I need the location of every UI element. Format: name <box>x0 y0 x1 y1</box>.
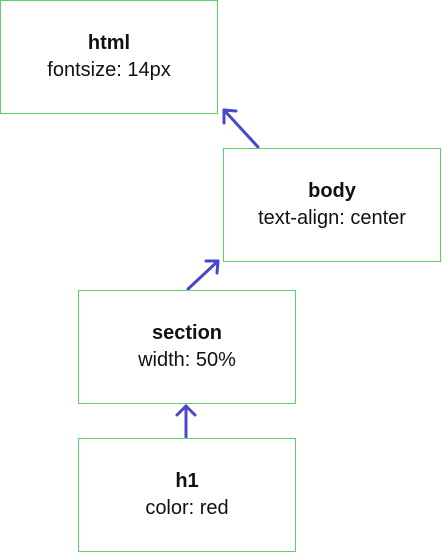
node-html: html fontsize: 14px <box>0 0 218 114</box>
arrow-body-to-html <box>222 108 260 149</box>
node-h1-property: color: red <box>145 497 229 519</box>
node-section-property: width: 50% <box>138 349 236 371</box>
arrow-section-to-body <box>186 259 220 291</box>
node-section: section width: 50% <box>78 290 296 404</box>
node-body-title: body <box>308 180 356 202</box>
node-section-title: section <box>151 322 223 344</box>
node-body: body text-align: center <box>223 148 441 262</box>
arrow-h1-to-section <box>175 404 197 439</box>
node-h1-title: h1 <box>175 470 199 492</box>
node-h1: h1 color: red <box>78 438 296 552</box>
node-html-title: html <box>87 32 131 54</box>
node-body-property: text-align: center <box>258 207 406 229</box>
node-html-property: fontsize: 14px <box>47 59 171 81</box>
